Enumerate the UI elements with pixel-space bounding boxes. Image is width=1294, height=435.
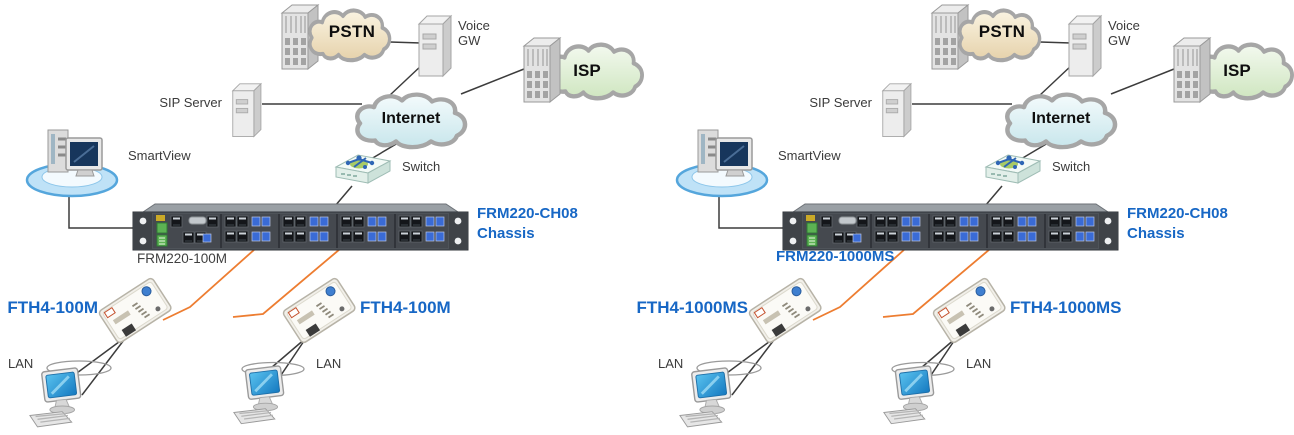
- smartview-icon: [675, 128, 769, 198]
- isp-label: ISP: [573, 61, 601, 80]
- diagram-right: PSTN Voice GW ISP SIP Server Internet Sm…: [637, 0, 1294, 435]
- diagram-artwork: [675, 4, 1294, 429]
- sip-server-label: SIP Server: [809, 95, 872, 110]
- lan-ellipse-1: [696, 360, 762, 376]
- smartview-label: SmartView: [128, 148, 191, 163]
- fiber-links: [162, 248, 341, 321]
- chassis-icon: [783, 204, 1118, 250]
- smartview-label: SmartView: [778, 148, 841, 163]
- line-card-label: FRM220-1000MS: [776, 248, 895, 265]
- line-card-label: FRM220-100M: [137, 251, 228, 266]
- lan1-label: LAN: [8, 356, 34, 371]
- pstn-label: PSTN: [978, 22, 1026, 41]
- pc-icon-2: [232, 364, 286, 426]
- voice-gw-server-icon: [418, 15, 452, 77]
- fth-device-icon-2: [931, 276, 1008, 345]
- switch-icon: [985, 154, 1041, 184]
- chassis-icon: [133, 204, 468, 250]
- switch-label: Switch: [402, 159, 441, 174]
- internet-label: Internet: [1031, 110, 1091, 127]
- fth-device-icon-1: [747, 276, 824, 345]
- voice-gw-label: Voice GW: [1108, 18, 1140, 48]
- pc-icon-1: [678, 366, 733, 429]
- fth-device1-label: FTH4-100M: [7, 298, 98, 317]
- voice-gw-label: Voice GW: [458, 18, 490, 48]
- isp-label: ISP: [1223, 61, 1251, 80]
- sip-server-label: SIP Server: [159, 95, 222, 110]
- fiber-links: [812, 248, 991, 321]
- lan1-label: LAN: [658, 356, 684, 371]
- fth-device-icon-1: [97, 276, 174, 345]
- pc-icon-1: [28, 366, 83, 429]
- voice-gw-server-icon: [1068, 15, 1102, 77]
- chassis-label: FRM220-CH08 Chassis: [1127, 205, 1228, 242]
- sip-server-icon: [882, 83, 912, 137]
- fth-device-icon-2: [281, 276, 358, 345]
- diagram-left: PSTN Voice GW ISP SIP Server Internet Sm…: [7, 4, 650, 429]
- lan-ellipse-1: [46, 360, 112, 376]
- switch-label: Switch: [1052, 159, 1091, 174]
- lan2-label: LAN: [316, 356, 342, 371]
- pc-icon-2: [882, 364, 936, 426]
- smartview-icon: [25, 128, 119, 198]
- fth-device1-label: FTH4-1000MS: [636, 298, 748, 317]
- diagram-artwork: [25, 4, 650, 429]
- sip-server-icon: [232, 83, 262, 137]
- internet-label: Internet: [381, 110, 441, 127]
- switch-icon: [335, 154, 391, 184]
- fth-device2-label: FTH4-1000MS: [1010, 298, 1122, 317]
- lan2-label: LAN: [966, 356, 992, 371]
- chassis-label: FRM220-CH08 Chassis: [477, 205, 578, 242]
- fth-device2-label: FTH4-100M: [360, 298, 451, 317]
- pstn-label: PSTN: [328, 22, 376, 41]
